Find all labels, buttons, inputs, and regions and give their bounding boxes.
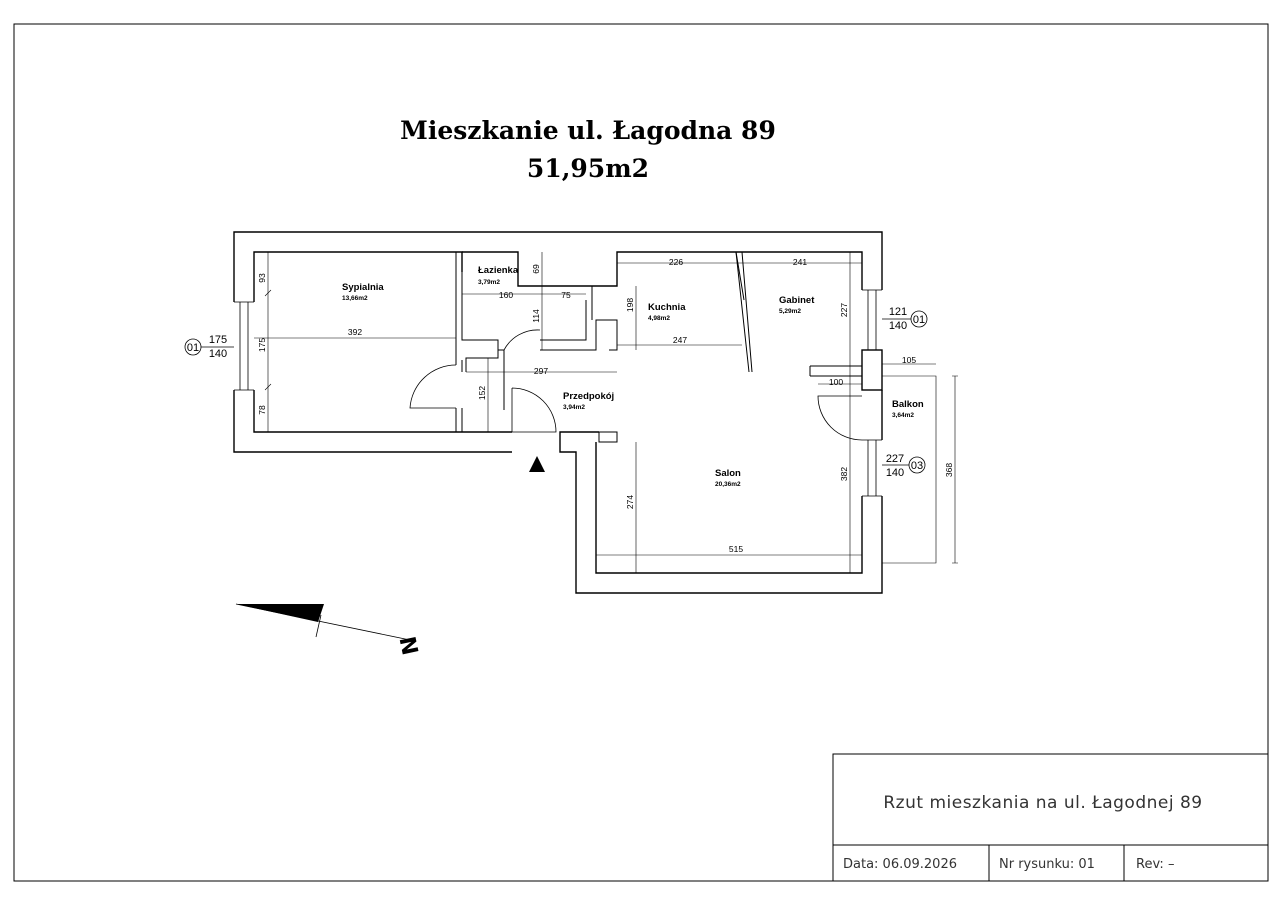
dim-label: 515 bbox=[729, 544, 743, 554]
title-block-revision: Rev: – bbox=[1136, 857, 1174, 872]
dim-label: 105 bbox=[902, 355, 916, 365]
svg-text:140: 140 bbox=[209, 348, 227, 360]
dim-label: 241 bbox=[793, 257, 807, 267]
dim-label: 75 bbox=[561, 290, 571, 300]
room-area-gabinet: 5,29m2 bbox=[779, 308, 801, 315]
windows bbox=[234, 289, 882, 497]
room-name-przedpokoj: Przedpokój bbox=[563, 391, 614, 402]
door-swings bbox=[409, 329, 863, 441]
dim-label: 274 bbox=[625, 495, 635, 509]
svg-text:140: 140 bbox=[889, 320, 907, 332]
entrance-arrow-icon bbox=[529, 456, 545, 472]
dim-label: 227 bbox=[839, 303, 849, 317]
svg-text:175: 175 bbox=[209, 334, 227, 346]
room-name-balkon: Balkon bbox=[892, 399, 924, 410]
window-tag: 01 121 140 bbox=[882, 306, 928, 332]
dim-label: 93 bbox=[257, 273, 267, 283]
plan-title: Mieszkanie ul. Łagodna 89 bbox=[400, 116, 776, 145]
room-area-sypialnia: 13,66m2 bbox=[342, 295, 368, 302]
svg-text:140: 140 bbox=[886, 467, 904, 479]
dim-label: 69 bbox=[531, 264, 541, 274]
room-area-lazienka: 3,79m2 bbox=[478, 279, 500, 286]
dim-label: 160 bbox=[499, 290, 513, 300]
dim-label: 175 bbox=[257, 338, 267, 352]
title-block-date: Data: 06.09.2026 bbox=[843, 857, 957, 872]
svg-text:01: 01 bbox=[913, 314, 925, 326]
room-name-lazienka: Łazienka bbox=[478, 265, 519, 276]
room-name-kuchnia: Kuchnia bbox=[648, 302, 686, 313]
room-area-balkon: 3,64m2 bbox=[892, 412, 914, 419]
room-area-kuchnia: 4,98m2 bbox=[648, 315, 670, 322]
title-block-drawing-number: Nr rysunku: 01 bbox=[999, 857, 1095, 872]
north-label: N bbox=[397, 634, 425, 657]
room-name-salon: Salon bbox=[715, 468, 741, 479]
room-area-salon: 20,36m2 bbox=[715, 481, 741, 488]
svg-text:01: 01 bbox=[187, 342, 199, 354]
dim-label: 382 bbox=[839, 467, 849, 481]
svg-text:03: 03 bbox=[911, 460, 923, 472]
dim-label: 392 bbox=[348, 327, 362, 337]
dim-label: 198 bbox=[625, 298, 635, 312]
room-name-gabinet: Gabinet bbox=[779, 295, 815, 306]
dim-label: 100 bbox=[829, 377, 843, 387]
dim-label: 114 bbox=[531, 309, 541, 323]
sheet-border bbox=[13, 23, 1269, 882]
walls bbox=[233, 231, 883, 594]
svg-text:121: 121 bbox=[889, 306, 907, 318]
north-arrow: N bbox=[235, 603, 425, 657]
dim-label: 152 bbox=[477, 386, 487, 400]
dim-label: 247 bbox=[673, 335, 687, 345]
plan-total-area: 51,95m2 bbox=[527, 154, 649, 183]
room-name-sypialnia: Sypialnia bbox=[342, 282, 384, 293]
room-area-przedpokoj: 3,94m2 bbox=[563, 404, 585, 411]
title-block: Rzut mieszkania na ul. Łagodnej 89 Data:… bbox=[832, 753, 1269, 882]
dim-label: 78 bbox=[257, 405, 267, 415]
dim-label: 368 bbox=[944, 463, 954, 477]
dim-label: 297 bbox=[534, 366, 548, 376]
title-block-heading: Rzut mieszkania na ul. Łagodnej 89 bbox=[883, 793, 1202, 813]
window-tag: 01 175 140 bbox=[184, 334, 234, 360]
dim-label: 226 bbox=[669, 257, 683, 267]
window-tag: 03 227 140 bbox=[882, 453, 926, 479]
svg-text:227: 227 bbox=[886, 453, 904, 465]
dimension-lines bbox=[254, 252, 958, 573]
